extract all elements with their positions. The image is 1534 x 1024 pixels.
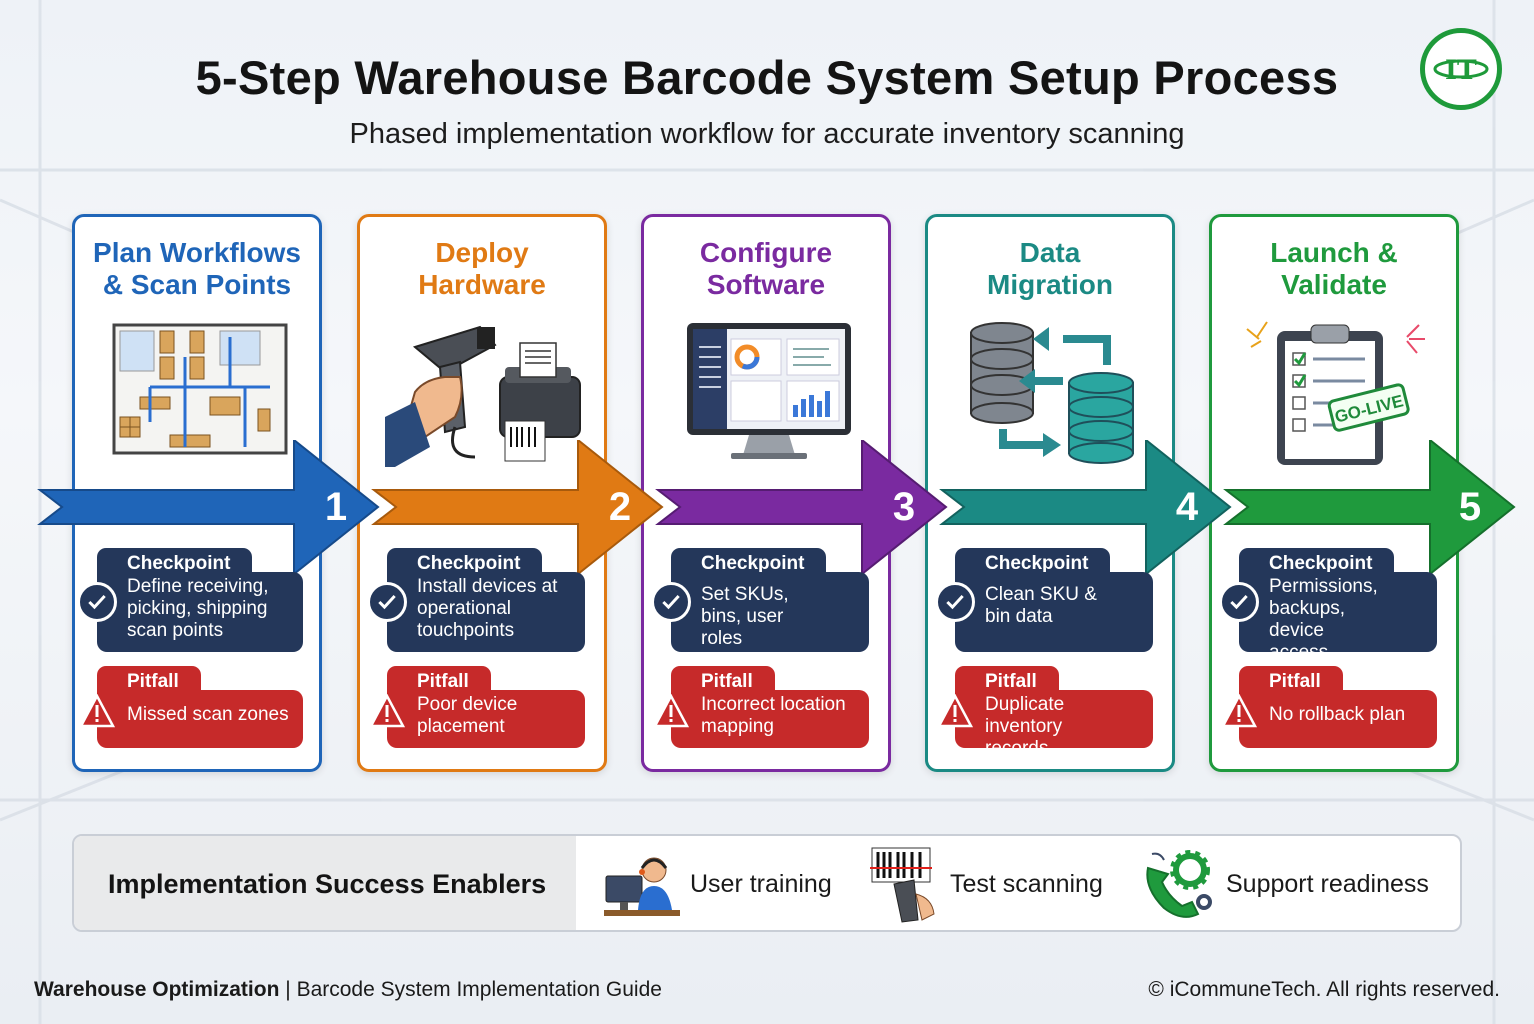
checkmark-icon (367, 582, 407, 622)
enabler-label-test-scanning: Test scanning (950, 870, 1103, 898)
enablers-label: Implementation Success Enablers (74, 836, 576, 930)
footer-brand: Warehouse Optimization (34, 978, 280, 1001)
checkpoint-text: Define receiving, picking, shipping scan… (97, 572, 303, 652)
pitfall-text: Poor device placement (387, 690, 585, 748)
checkmark-icon (77, 582, 117, 622)
footer-guide-title: Barcode System Implementation Guide (296, 978, 662, 1001)
warehouse-floorplan-icon (112, 323, 288, 455)
database-transfer-icon (970, 322, 1134, 464)
logo-mark-icon: IT (1433, 53, 1489, 86)
warning-icon (79, 694, 115, 728)
checkpoint-text: Permissions, backups, device access (1239, 572, 1437, 663)
phone-gear-icon (1146, 850, 1212, 918)
brand-logo: IT (1420, 28, 1502, 110)
step-number-1: 1 (324, 485, 348, 529)
svg-text:IT: IT (1445, 53, 1477, 86)
step-title: Deploy Hardware (418, 237, 546, 300)
step-title: Data Migration (987, 237, 1113, 300)
checkmark-icon (935, 582, 975, 622)
step-title: Configure Software (699, 237, 833, 300)
footer-copyright: © iCommuneTech. All rights reserved. (1148, 978, 1500, 1001)
warning-icon (369, 694, 405, 728)
warning-icon (937, 694, 973, 728)
pitfall-text: Incorrect location mapping (671, 690, 869, 748)
pitfall-text: No rollback plan (1239, 690, 1437, 748)
step-number-2: 2 (608, 485, 632, 529)
page-subtitle: Phased implementation workflow for accur… (349, 118, 1185, 150)
footer-separator: | (285, 978, 291, 1001)
warning-icon (1221, 694, 1257, 728)
footer-guide: Warehouse Optimization | Barcode System … (34, 978, 662, 1002)
headset-agent-icon (604, 857, 680, 916)
step-title: Launch & Validate (1270, 237, 1398, 300)
success-enablers-bar: Implementation Success Enablers User tra… (72, 834, 1462, 932)
go-live-clipboard-icon: GO-LIVE (1246, 321, 1425, 465)
step-title: Plan Workflows & Scan Points (93, 237, 301, 300)
monitor-dashboard-icon (687, 323, 851, 459)
page-title: 5-Step Warehouse Barcode System Setup Pr… (195, 51, 1339, 104)
step-number-4: 4 (1175, 485, 1199, 529)
pitfall-text: Missed scan zones (97, 690, 303, 748)
step-number-3: 3 (892, 485, 916, 529)
checkmark-icon (651, 582, 691, 622)
checkpoint-text: Clean SKU & bin data (955, 572, 1153, 652)
checkpoint-text: Set SKUs, bins, user roles (671, 572, 869, 652)
pitfall-text: Duplicate inventory records (955, 690, 1153, 759)
step-number-5: 5 (1458, 485, 1482, 529)
checkmark-icon (1219, 582, 1259, 622)
enabler-label-user-training: User training (690, 870, 832, 898)
warning-icon (653, 694, 689, 728)
checkpoint-text: Install devices at operational touchpoin… (387, 572, 585, 652)
barcode-scanner-icon (870, 847, 935, 923)
scanner-printer-icon (385, 325, 581, 467)
enabler-label-support-readiness: Support readiness (1226, 870, 1429, 898)
